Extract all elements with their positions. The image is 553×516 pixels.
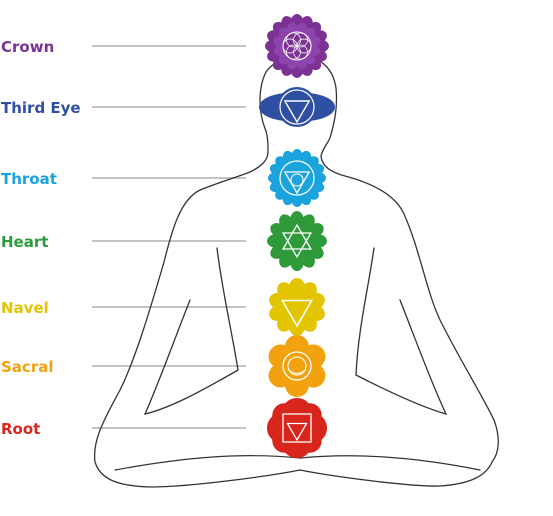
- figure-left-arm-inner: [143, 247, 239, 415]
- throat-chakra-symbol: [268, 149, 326, 207]
- figure-legs-line: [114, 455, 481, 471]
- figure-right-arm-inner: [355, 247, 448, 416]
- third-eye-chakra-symbol: [259, 87, 335, 127]
- chakra-label-navel: Navel: [1, 299, 49, 317]
- crown-chakra-symbol: [265, 14, 329, 78]
- chakra-label-sacral: Sacral: [1, 358, 54, 376]
- chakra-label-heart: Heart: [1, 233, 49, 251]
- leader-lines: [92, 45, 246, 429]
- chakra-label-crown: Crown: [1, 38, 55, 56]
- heart-chakra-symbol: [267, 211, 327, 271]
- chakra-label-throat: Throat: [1, 170, 57, 188]
- navel-chakra-symbol: [269, 278, 325, 336]
- root-chakra-symbol: [267, 398, 327, 458]
- chakra-label-third-eye: Third Eye: [1, 99, 81, 117]
- chakra-label-root: Root: [1, 420, 41, 438]
- sacral-chakra-symbol: [268, 335, 326, 397]
- chakra-symbols: [259, 14, 335, 458]
- meditating-figure-outline: [93, 55, 499, 488]
